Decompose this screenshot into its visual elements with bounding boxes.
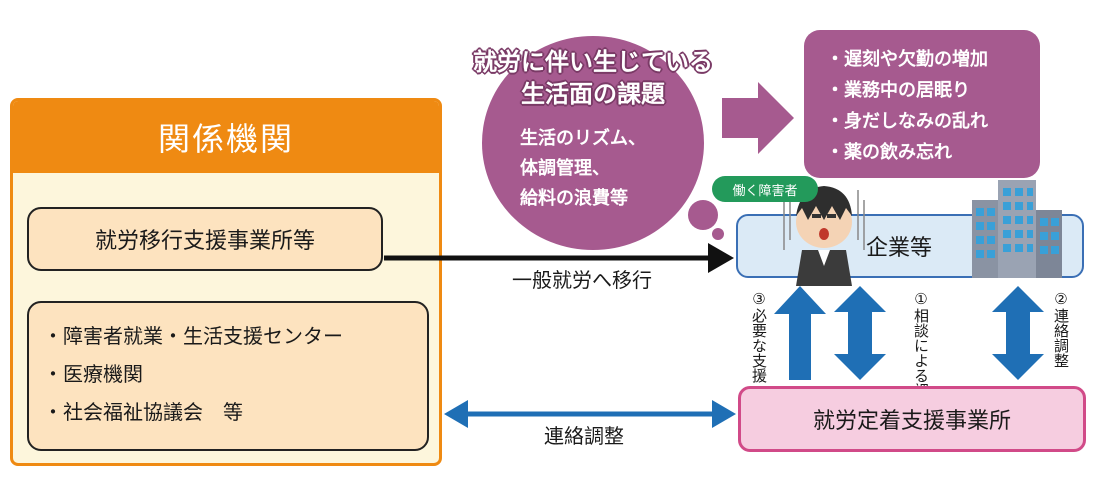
agency-item: ・医療機関	[43, 362, 143, 386]
liaison-arrowhead-left	[444, 400, 468, 428]
company-label: 企業等	[866, 236, 933, 261]
necessary-support-label: ③必要な支援	[750, 290, 768, 383]
bubble-item: 体調管理、	[520, 158, 610, 179]
life-issues-bubble	[482, 36, 704, 250]
agency-item: ・社会福祉協議会 等	[43, 400, 243, 424]
worker-label: 働く障害者	[712, 176, 818, 202]
support-office-box: 就労定着支援事業所	[738, 386, 1086, 452]
coordination-label: ②連絡調整	[1052, 290, 1070, 368]
agency-list-box: ・障害者就業・生活支援センター ・医療機関 ・社会福祉協議会 等	[27, 301, 429, 451]
agencies-panel: 関係機関 就労移行支援事業所等 ・障害者就業・生活支援センター ・医療機関 ・社…	[10, 98, 442, 466]
bubble-item: 給料の浪費等	[520, 188, 628, 209]
bubble-item: 生活のリズム、	[520, 128, 646, 149]
agency-item: ・障害者就業・生活支援センター	[43, 324, 343, 348]
bubble-title: 就労に伴い生じている 生活面の課題	[440, 46, 746, 110]
liaison-label: 連絡調整	[544, 424, 624, 448]
bubble-dot-small	[712, 228, 724, 240]
bubble-dot-large	[688, 200, 718, 230]
issue-item: ・遅刻や欠勤の増加	[826, 49, 988, 70]
consultation-double-arrow	[834, 286, 886, 380]
coordination-double-arrow	[992, 286, 1044, 380]
transition-arrowhead	[708, 243, 734, 273]
building-icon	[972, 180, 1062, 278]
bubble-title-line2: 生活面の課題	[521, 80, 665, 108]
issue-item: ・業務中の居眠り	[826, 80, 970, 101]
support-up-arrow	[774, 286, 826, 380]
issue-item: ・身だしなみの乱れ	[826, 111, 988, 132]
consultation-label: ①相談による課題把握	[912, 290, 930, 443]
liaison-arrowhead-right	[712, 400, 736, 428]
transition-office-box: 就労移行支援事業所等	[27, 207, 383, 271]
bubble-items: 生活のリズム、 体調管理、 給料の浪費等	[520, 124, 690, 214]
transition-arrow-label: 一般就労へ移行	[512, 268, 652, 292]
workplace-issues-box: ・遅刻や欠勤の増加 ・業務中の居眠り ・身だしなみの乱れ ・薬の飲み忘れ	[804, 30, 1040, 178]
agencies-title: 関係機関	[13, 101, 439, 173]
issues-arrow	[722, 82, 794, 154]
bubble-title-line1: 就労に伴い生じている	[473, 48, 713, 76]
issue-item: ・薬の飲み忘れ	[826, 142, 952, 163]
